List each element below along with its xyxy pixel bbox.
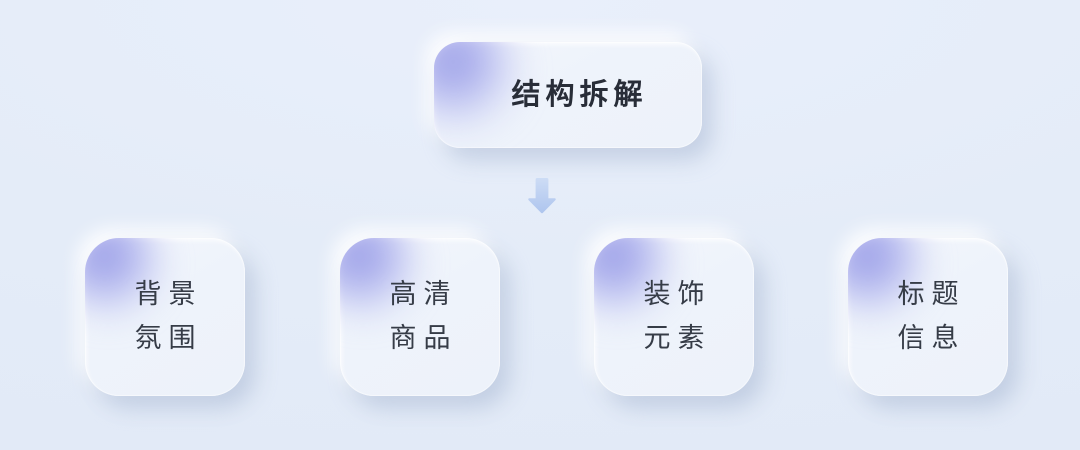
- leaf-node-label-line1: 标题: [897, 279, 966, 310]
- root-node-title: 结构拆解: [511, 78, 648, 111]
- leaf-node-label-line2: 元素: [643, 323, 712, 353]
- leaf-node-label-line2: 氛围: [134, 323, 203, 353]
- leaf-node-card[interactable]: 高清 商品: [340, 238, 500, 396]
- leaf-node-label: 高清 商品: [383, 273, 458, 360]
- leaf-node-label-line1: 装饰: [643, 279, 712, 310]
- leaf-node-card[interactable]: 标题 信息: [848, 238, 1008, 396]
- leaf-node-label: 标题 信息: [891, 273, 966, 360]
- leaf-node-card[interactable]: 背景 氛围: [85, 238, 245, 396]
- leaf-node-label-line2: 商品: [389, 323, 458, 353]
- arrow-down-icon: [528, 178, 556, 214]
- leaf-node-label-line1: 背景: [134, 279, 203, 310]
- leaf-node-card[interactable]: 装饰 元素: [594, 238, 754, 396]
- leaf-node-label: 背景 氛围: [128, 273, 203, 360]
- purple-glow-blob-icon: [434, 42, 518, 130]
- leaf-node-label-line1: 高清: [389, 279, 458, 310]
- leaf-node-label: 装饰 元素: [637, 273, 712, 360]
- leaf-node-label-line2: 信息: [897, 323, 966, 353]
- root-node-card[interactable]: 结构拆解: [434, 42, 702, 148]
